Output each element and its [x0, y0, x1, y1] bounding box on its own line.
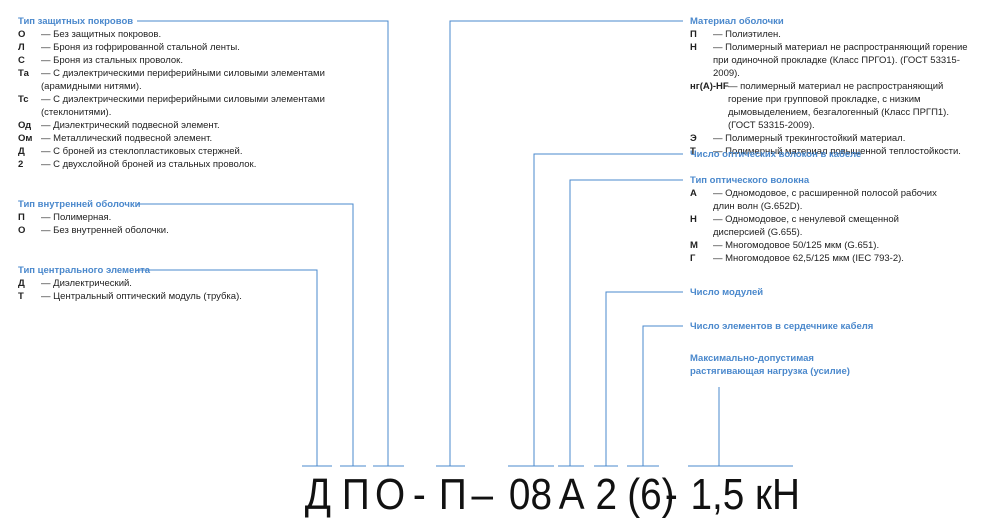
- fiber-count-title: Число оптических волокон в кабеле: [690, 149, 862, 160]
- cover-type-block: Тип защитных покровов О— Без защитных по…: [18, 15, 328, 171]
- connector-sheath-material: [449, 20, 683, 466]
- list-item: Д— Диэлектрический.: [18, 278, 132, 289]
- fiber-type-title: Тип оптического волокна: [690, 175, 810, 186]
- module-count-block: Число модулей: [690, 286, 975, 299]
- list-item: Н— Одномодовое, с ненулевой смещенной ди…: [690, 214, 899, 238]
- module-count-title: Число модулей: [690, 287, 764, 298]
- fiber-type-block: Тип оптического волокна А— Одномодовое, …: [690, 174, 945, 265]
- central-element-title: Тип центрального элемента: [18, 265, 151, 276]
- connector-inner-sheath: [137, 203, 354, 466]
- list-item: О— Без внутренней оболочки.: [18, 225, 169, 236]
- list-item: П— Полимерная.: [18, 212, 112, 223]
- list-item: Т— Центральный оптический модуль (трубка…: [18, 291, 242, 302]
- mark-fibers: 08: [508, 470, 553, 519]
- mark-dash1: -: [412, 470, 426, 519]
- core-elements-title: Число элементов в сердечнике кабеля: [690, 321, 874, 332]
- mark-p1: П: [341, 470, 370, 519]
- list-item: Э— Полимерный трекингостойкий материал.: [690, 133, 906, 144]
- sheath-material-block: Материал оболочки П— Полиэтилен. Н— Поли…: [690, 15, 975, 158]
- connector-cover: [137, 20, 389, 466]
- tensile-load-title-line1: Максимально-допустимая: [690, 353, 814, 364]
- list-item: М— Многомодовое 50/125 мкм (G.651).: [690, 240, 880, 251]
- list-item: Г— Многомодовое 62,5/125 мкм (IEC 793-2)…: [690, 253, 904, 264]
- list-item: А— Одномодовое, с расширенной полосой ра…: [690, 188, 937, 212]
- list-item: Д— С броней из стеклопластиковых стержне…: [18, 146, 243, 157]
- central-element-block: Тип центрального элемента Д— Диэлектриче…: [18, 264, 308, 303]
- inner-sheath-block: Тип внутренней оболочки П— Полимерная. О…: [18, 198, 318, 237]
- mark-d: Д: [304, 470, 332, 519]
- core-elements-block: Число элементов в сердечнике кабеля: [690, 320, 975, 333]
- connector-core-elements: [642, 325, 683, 466]
- tensile-load-block: Максимально-допустимая растягивающая наг…: [690, 352, 975, 378]
- list-item: Од— Диэлектрический подвесной элемент.: [18, 120, 220, 131]
- mark-p2: П: [438, 470, 467, 519]
- sheath-material-title: Материал оболочки: [690, 16, 784, 27]
- mark-load: 1,5 кН: [690, 470, 800, 519]
- connector-module-count: [605, 291, 683, 466]
- cover-type-list: О— Без защитных покровов. Л— Броня из го…: [18, 28, 328, 171]
- list-item: Та— С диэлектрическими периферийными сил…: [18, 68, 325, 92]
- cover-type-title: Тип защитных покровов: [18, 16, 134, 27]
- mark-modules: 2: [595, 470, 618, 519]
- list-item: С— Броня из стальных проволок.: [18, 55, 183, 66]
- list-item: Тс— С диэлектрическими периферийными сил…: [18, 94, 325, 118]
- list-item: П— Полиэтилен.: [690, 29, 781, 40]
- fiber-count-block: Число оптических волокон в кабеле: [690, 148, 975, 161]
- mark-o: О: [375, 470, 406, 519]
- mark-dash3: -: [664, 470, 678, 519]
- connector-fiber-count: [533, 153, 683, 466]
- connector-fiber-type: [569, 179, 683, 466]
- list-item: 2— С двухслойной броней из стальных пров…: [18, 159, 257, 170]
- connector-central-element: [137, 269, 318, 466]
- list-item: Л— Броня из гофрированной стальной ленты…: [18, 42, 240, 53]
- inner-sheath-title: Тип внутренней оболочки: [18, 199, 141, 210]
- mark-elements: (6): [627, 470, 675, 519]
- list-item: Ом— Металлический подвесной элемент.: [18, 133, 213, 144]
- mark-fiber-type: А: [558, 470, 585, 519]
- list-item: О— Без защитных покровов.: [18, 29, 162, 40]
- list-item: нг(А)-HF— полимерный материал не распрос…: [690, 81, 949, 131]
- tensile-load-title-line2: растягивающая нагрузка (усилие): [690, 366, 850, 377]
- list-item: Н— Полимерный материал не распространяющ…: [690, 42, 968, 79]
- mark-dash2: –: [471, 470, 494, 519]
- list-item: Т— Полимерный материал повышенной теплос…: [690, 146, 961, 157]
